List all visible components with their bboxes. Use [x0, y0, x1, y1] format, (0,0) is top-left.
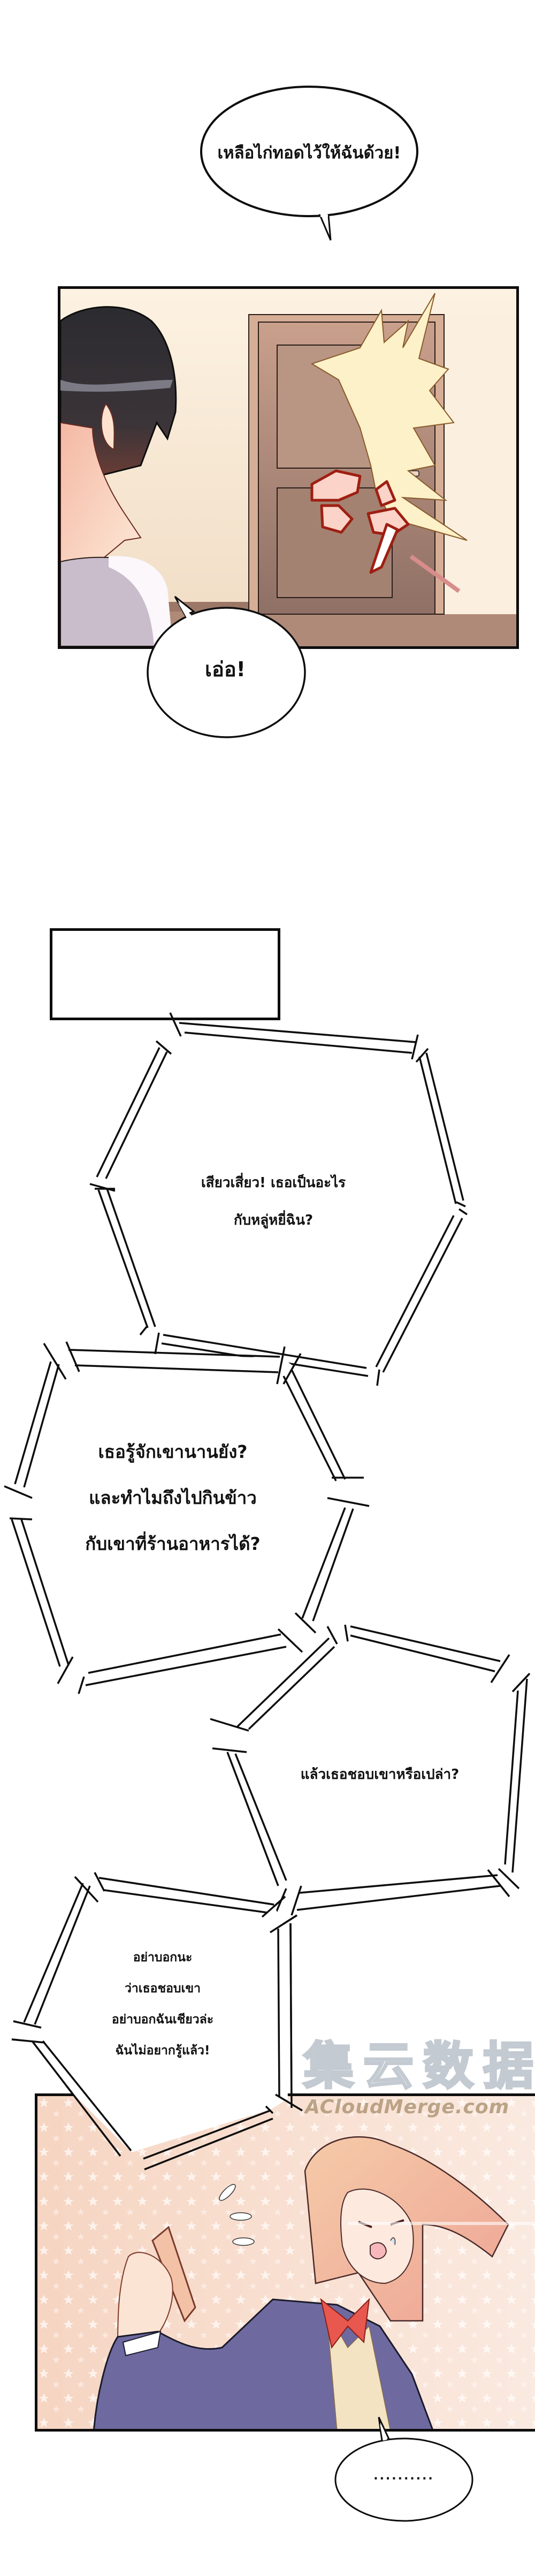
- hexagon-bubble-1-text: เสียวเสี่ยว! เธอเป็นอะไร กับหลู่หยี่ฉิน?: [201, 1164, 346, 1239]
- hexagon-bubble-2-text: เธอรู้จักเขานานยัง? และทำไมถึงไปกินข้าว …: [85, 1429, 260, 1567]
- hexagon-bubble-4-text: อย่าบอกนะ ว่าเธอชอบเขา อย่าบอกฉันเชียวล่…: [112, 1942, 213, 2066]
- bow-tie-icon: [320, 2298, 370, 2349]
- hexagon-bubble-1-line-1: เสียวเสี่ยว! เธอเป็นอะไร: [201, 1175, 346, 1191]
- hexagon-bubble-2-line-3: กับเขาที่ร้านอาหารได้?: [85, 1533, 261, 1554]
- sound-effect-glyphs: [310, 469, 461, 593]
- empty-caption-box: [50, 928, 280, 1020]
- hexagon-bubble-3-text: แล้วเธอชอบเขาหรือเปล่า?: [301, 1767, 459, 1783]
- sweat-marks-icon: [219, 2184, 255, 2246]
- speech-bubble-last-text: ..........: [373, 2469, 434, 2483]
- girl-scene-art: [37, 2096, 535, 2429]
- hexagon-bubble-4-line-3: อย่าบอกฉันเชียวล่ะ: [111, 2013, 214, 2027]
- speech-bubble-2-text: เอ่อ!: [205, 658, 246, 682]
- panel-door-scene: [58, 286, 519, 649]
- hexagon-bubble-1-line-2: กับหลู่หยี่ฉิน?: [233, 1212, 314, 1228]
- hexagon-bubble-3-line-1: แล้วเธอชอบเขาหรือเปล่า?: [300, 1767, 460, 1783]
- hexagon-bubble-4-line-4: ฉันไม่อยากรู้แล้ว!: [115, 2044, 210, 2058]
- panel-girl-phone: [35, 2093, 535, 2432]
- speech-bubble-1-shape: [200, 86, 418, 241]
- door-scene-art: [60, 289, 516, 646]
- speech-bubble-2-shape: [147, 595, 306, 738]
- watermark-chinese: 集云数据: [302, 2036, 535, 2097]
- hexagon-bubble-2-line-1: เธอรู้จักเขานานยัง?: [98, 1441, 248, 1462]
- impact-burst-icon: [310, 293, 468, 541]
- open-mouth: [370, 2242, 387, 2259]
- hexagon-bubble-2-line-2: และทำไมถึงไปกินข้าว: [89, 1487, 257, 1508]
- hexagon-bubble-4-line-2: ว่าเธอชอบเขา: [124, 1982, 201, 1996]
- speech-bubble-1-text: เหลือไก่ทอดไว้ให้ฉันด้วย!: [217, 143, 401, 163]
- watermark-url: ACloudMerge.com: [305, 2096, 510, 2118]
- hexagon-bubble-4-line-1: อย่าบอกนะ: [133, 1951, 193, 1965]
